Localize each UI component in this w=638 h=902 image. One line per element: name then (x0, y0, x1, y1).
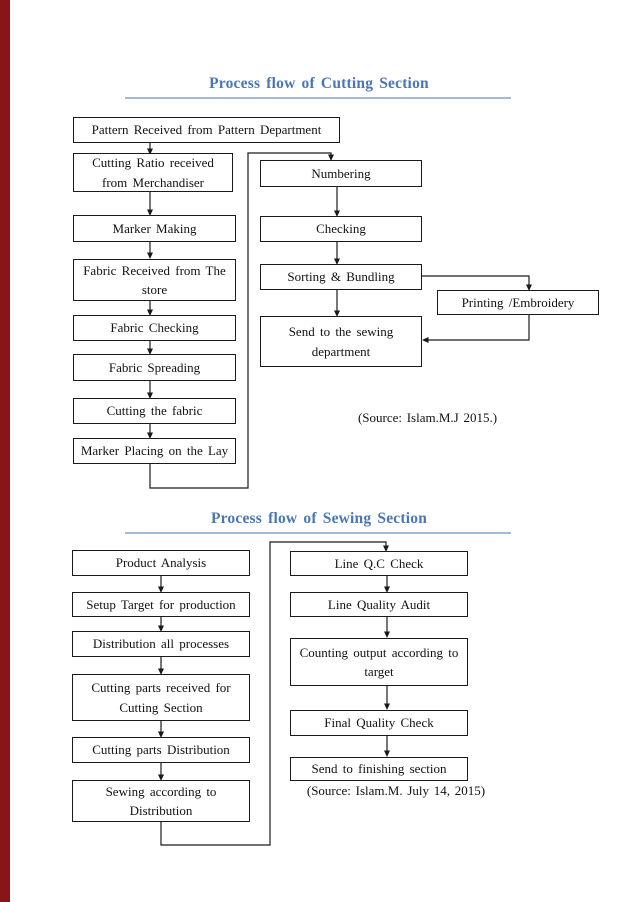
page-edge-bar (0, 0, 10, 902)
flow-node-setup-target: Setup Target for production (72, 592, 250, 617)
flow-node-line-qc-check: Line Q.C Check (290, 551, 468, 576)
cutting-section-title: Process flow of Cutting Section (209, 75, 429, 92)
flow-node-marker-placing: Marker Placing on the Lay (73, 438, 236, 464)
flow-node-fabric-checking: Fabric Checking (73, 315, 236, 341)
flow-node-sewing-distribution: Sewing according to Distribution (72, 780, 250, 822)
source-caption-cutting: (Source: Islam.M.J 2015.) (357, 410, 498, 425)
flow-node-printing-embroidery: Printing /Embroidery (437, 290, 599, 315)
source-caption-sewing: (Source: Islam.M. July 14, 2015) (306, 783, 486, 798)
flow-node-fabric-received: Fabric Received from The store (73, 259, 236, 301)
flow-node-pattern-received: Pattern Received from Pattern Department (73, 117, 340, 143)
flow-node-line-quality-audit: Line Quality Audit (290, 592, 468, 617)
flow-node-checking: Checking (260, 216, 422, 242)
sewing-section-title: Process flow of Sewing Section (210, 510, 428, 527)
flow-node-distribution-processes: Distribution all processes (72, 631, 250, 657)
flow-node-sorting-bundling: Sorting & Bundling (260, 264, 422, 290)
flow-node-cutting-fabric: Cutting the fabric (73, 398, 236, 424)
flow-node-numbering: Numbering (260, 160, 422, 187)
flow-node-cutting-ratio: Cutting Ratio received from Merchandiser (73, 153, 233, 192)
flow-node-counting-output: Counting output according to target (290, 638, 468, 686)
cutting-title-rule (125, 97, 511, 99)
flow-node-fabric-spreading: Fabric Spreading (73, 354, 236, 381)
flow-node-cutting-parts-distribution: Cutting parts Distribution (72, 737, 250, 763)
flow-node-marker-making: Marker Making (73, 215, 236, 242)
flow-node-cutting-parts-received: Cutting parts received for Cutting Secti… (72, 674, 250, 721)
flow-node-send-sewing: Send to the sewing department (260, 316, 422, 367)
flow-node-send-finishing: Send to finishing section (290, 757, 468, 781)
flow-node-final-quality-check: Final Quality Check (290, 710, 468, 736)
sewing-title-rule (125, 532, 511, 534)
flow-node-product-analysis: Product Analysis (72, 550, 250, 576)
